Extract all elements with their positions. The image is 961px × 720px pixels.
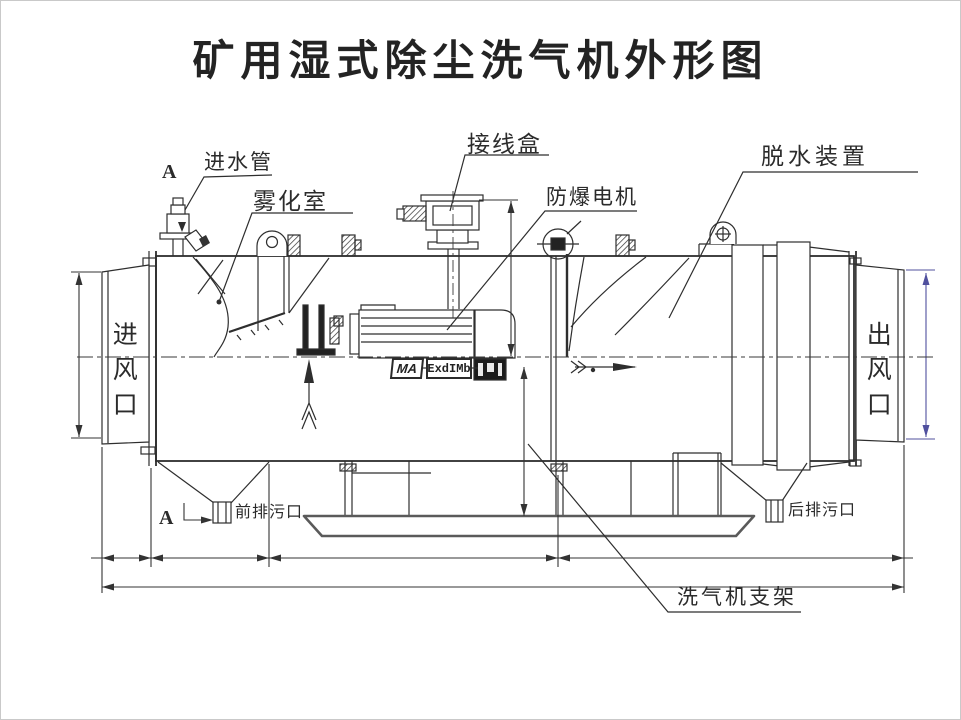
air-outlet-duct (855, 264, 905, 443)
label-washer-support: 洗气机支架 (677, 586, 797, 609)
stiffener-rings (731, 241, 811, 471)
dimension-lines (71, 199, 935, 593)
atomization-chamber-internals (192, 256, 344, 430)
centerlines (77, 191, 937, 358)
label-air-inlet: 进风口 (109, 321, 138, 426)
support-legs (339, 452, 722, 519)
label-air-outlet: 出风口 (863, 321, 892, 426)
ma-certification-plate: MA (389, 358, 425, 379)
water-inlet-valve (159, 197, 210, 256)
section-marker-a-bottom: A (159, 507, 174, 529)
label-explosion-proof-motor: 防爆电机 (546, 186, 638, 209)
washer-support-skid (302, 514, 756, 538)
dewatering-internals (550, 254, 690, 461)
motor (329, 304, 516, 381)
front-drain-hopper (157, 461, 270, 524)
label-junction-box: 接线盒 (467, 131, 542, 157)
label-atomization-chamber: 雾化室 (253, 188, 328, 214)
rear-drain-hopper (720, 462, 808, 523)
ma-mark-text: MA (396, 361, 418, 376)
page-title: 矿用湿式除尘洗气机外形图 (192, 37, 769, 84)
label-water-inlet-pipe: 进水管 (204, 151, 273, 174)
leader-lines (184, 154, 918, 613)
explosion-rating-text: ExdIMb (427, 361, 471, 376)
section-marker-a-top: A (162, 161, 177, 183)
label-rear-drain-port: 后排污口 (788, 502, 857, 519)
label-dewatering-device: 脱水装置 (761, 143, 869, 169)
explosion-rating-plate: ExdIMb (426, 358, 472, 379)
label-front-drain-port: 前排污口 (235, 504, 304, 521)
lifting-lugs (142, 220, 862, 467)
